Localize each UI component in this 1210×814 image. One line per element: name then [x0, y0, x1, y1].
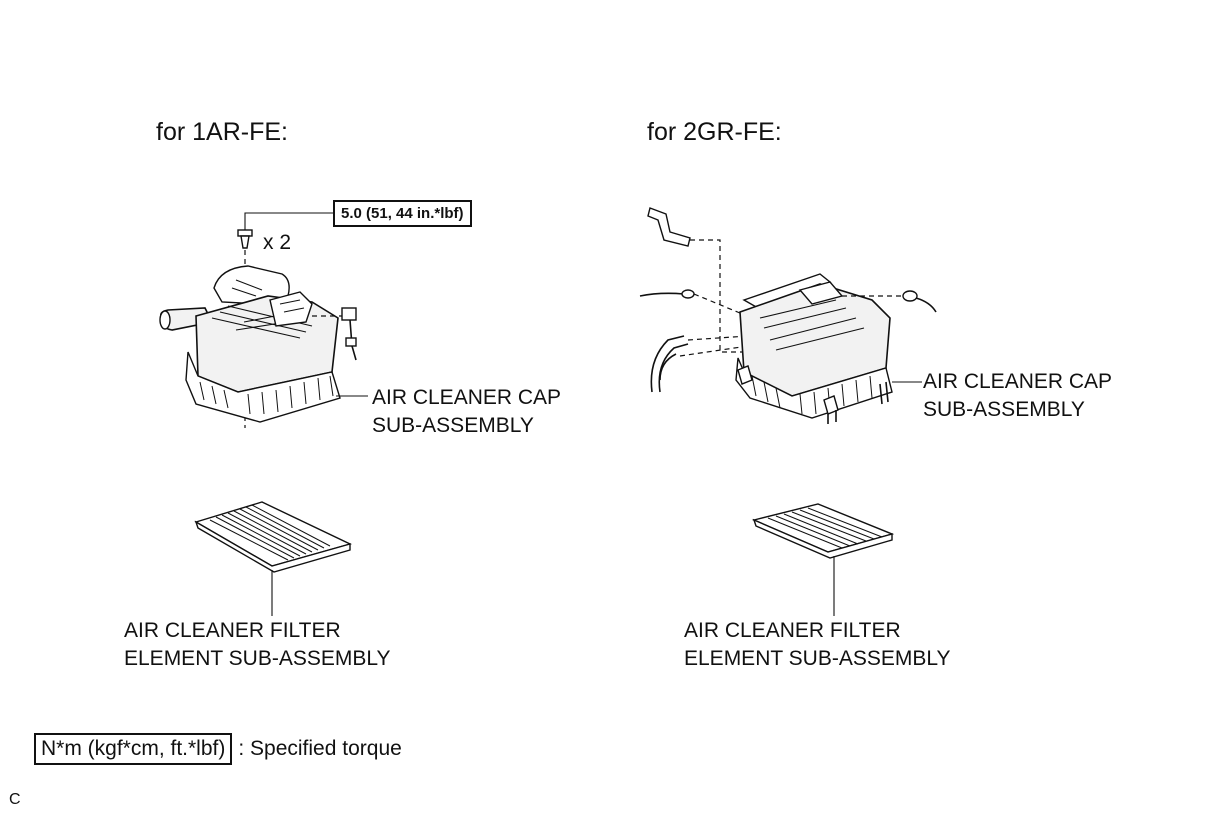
left-filter-label-line1: AIR CLEANER FILTER	[124, 619, 341, 642]
left-cap-label-line1: AIR CLEANER CAP	[372, 386, 562, 409]
right-cap-label: AIR CLEANER CAP SUB-ASSEMBLY	[923, 368, 1112, 424]
connector-icon	[902, 290, 937, 313]
legend-description: : Specified torque	[238, 737, 402, 760]
illustration-code: C	[9, 791, 21, 808]
right-cap-label-line2: SUB-ASSEMBLY	[923, 398, 1085, 421]
left-filter-label: AIR CLEANER FILTER ELEMENT SUB-ASSEMBLY	[124, 617, 390, 673]
right-section-title: for 2GR-FE:	[647, 118, 782, 146]
connector-icon	[341, 307, 357, 361]
right-filter-label-line1: AIR CLEANER FILTER	[684, 619, 901, 642]
left-air-filter-drawing	[194, 501, 352, 616]
right-air-filter-drawing	[751, 503, 895, 616]
legend-unit-box: N*m (kgf*cm, ft.*lbf)	[34, 733, 233, 765]
right-air-cleaner-cap-drawing	[639, 207, 937, 424]
left-filter-label-line2: ELEMENT SUB-ASSEMBLY	[124, 647, 391, 670]
right-cap-label-line1: AIR CLEANER CAP	[923, 370, 1113, 393]
torque-legend: N*m (kgf*cm, ft.*lbf) : Specified torque	[34, 733, 402, 765]
bolt-icon	[237, 229, 253, 249]
torque-spec-box: 5.0 (51, 44 in.*lbf)	[333, 200, 472, 227]
left-cap-label-line2: SUB-ASSEMBLY	[372, 414, 534, 437]
left-air-cleaner-cap-drawing	[159, 212, 368, 428]
left-section-title: for 1AR-FE:	[156, 118, 288, 146]
left-cap-label: AIR CLEANER CAP SUB-ASSEMBLY	[372, 384, 561, 440]
bolt-quantity: x 2	[263, 231, 292, 254]
right-filter-label-line2: ELEMENT SUB-ASSEMBLY	[684, 647, 951, 670]
right-filter-label: AIR CLEANER FILTER ELEMENT SUB-ASSEMBLY	[684, 617, 950, 673]
